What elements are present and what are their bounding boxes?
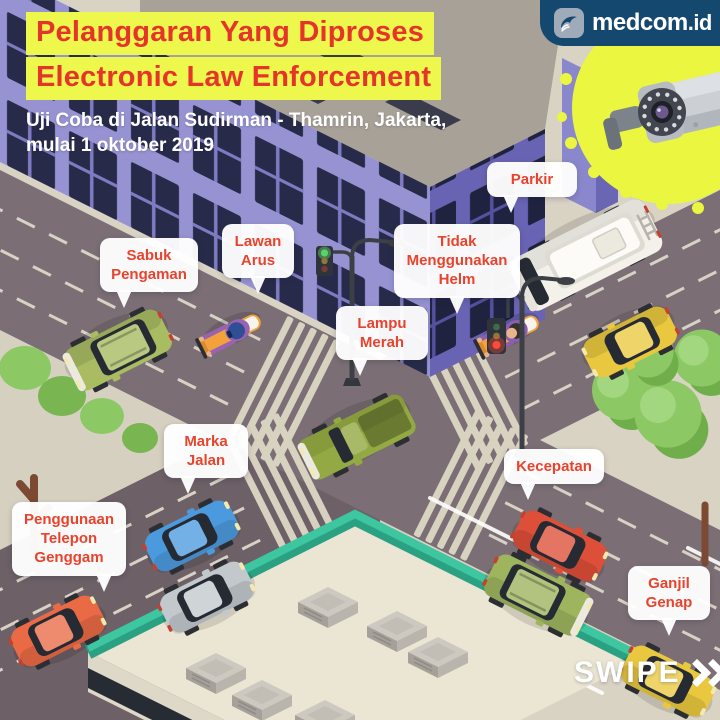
violation-label-sabuk-pengaman: Sabuk Pengaman	[100, 238, 198, 309]
bushes-west	[0, 346, 158, 556]
swipe-label: SWIPE	[574, 656, 681, 689]
subtitle: Uji Coba di Jalan Sudirman - Thamrin, Ja…	[26, 108, 526, 158]
violation-label-parkir: Parkir	[487, 162, 577, 214]
traffic-light-east	[487, 275, 575, 458]
swipe-arrows-icon	[682, 658, 720, 688]
violation-label-penggunaan-telepon-genggam: Penggunaan Telepon Genggam	[12, 502, 126, 592]
brand-name: medcom.id	[592, 9, 713, 36]
brand-tld: .id	[687, 10, 713, 35]
subtitle-line-2: mulai 1 oktober 2019	[26, 134, 214, 156]
subtitle-line-1: Uji Coba di Jalan Sudirman - Thamrin, Ja…	[26, 109, 447, 131]
violation-label-marka-jalan: Marka Jalan	[164, 424, 248, 495]
violation-label-lawan-arus: Lawan Arus	[222, 224, 294, 295]
cctv-camera-icon	[557, 12, 720, 214]
violation-label-tidak-menggunakan-helm: Tidak Menggunakan Helm	[394, 224, 520, 314]
violation-label-lampu-merah: Lampu Merah	[336, 306, 428, 377]
page-title-line-2: Electronic Law Enforcement	[26, 56, 442, 100]
header: Pelanggaran Yang Diproses Electronic Law…	[26, 12, 526, 158]
page-title-line-1: Pelanggaran Yang Diproses	[26, 12, 435, 55]
medcom-logo-badge: medcom.id	[540, 0, 720, 46]
trees-east	[592, 326, 720, 567]
medcom-eagle-icon	[554, 8, 584, 38]
violation-label-kecepatan: Kecepatan	[504, 449, 604, 501]
swipe-indicator[interactable]: SWIPE	[574, 656, 720, 690]
violation-label-ganjil-genap: Ganjil Genap	[628, 566, 710, 637]
